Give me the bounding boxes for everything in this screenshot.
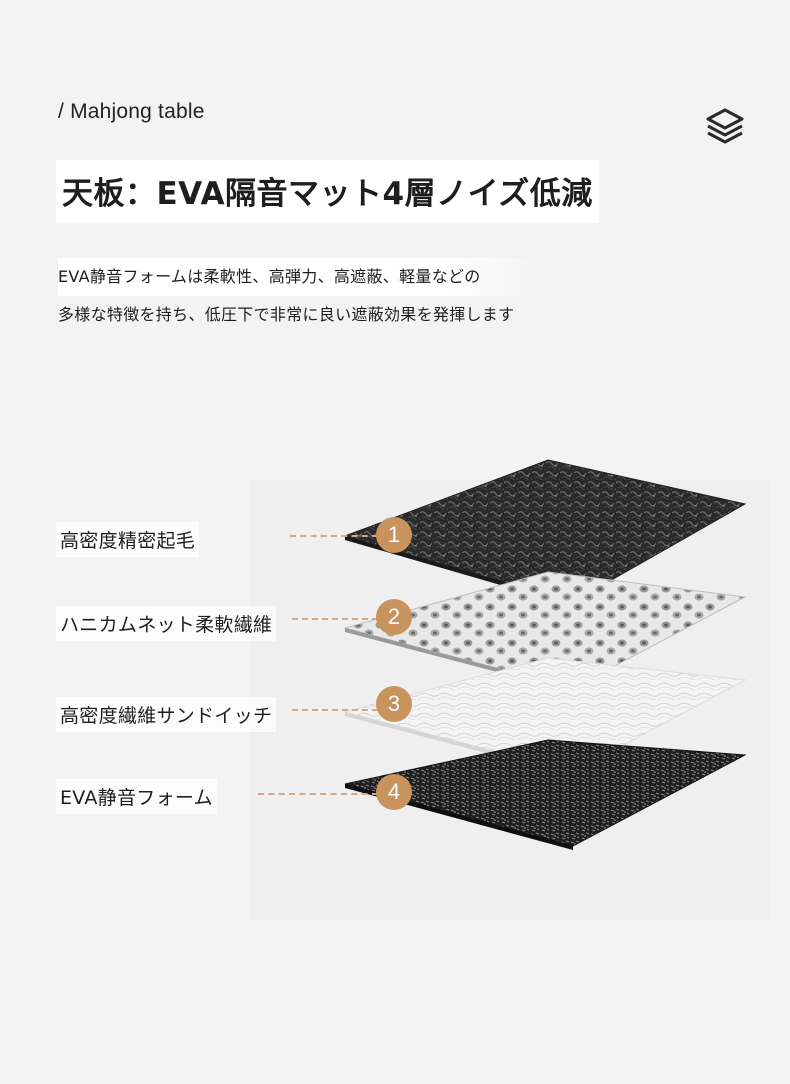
- stack-layers-icon: [706, 108, 744, 144]
- layer-4-leader: [258, 793, 378, 795]
- layer-1-label: 高密度精密起毛: [56, 522, 200, 557]
- layer-2-leader: [292, 618, 378, 620]
- description-line-1: EVA静音フォームは柔軟性、高弾力、高遮蔽、軽量などの: [58, 258, 541, 296]
- layer-3-label: 高密度繊維サンドイッチ: [56, 697, 277, 732]
- layer-4-label: EVA静音フォーム: [56, 779, 217, 814]
- layer-2-label: ハニカムネット柔軟繊維: [56, 606, 277, 641]
- layer-2-badge: 2: [376, 599, 412, 635]
- layer-stack-illustration: [250, 459, 770, 920]
- layer-1-badge: 1: [376, 517, 412, 553]
- layer-3-badge: 3: [376, 686, 412, 722]
- page-title: 天板：EVA隔音マット4層ノイズ低減: [56, 160, 599, 223]
- section-label: / Mahjong table: [58, 100, 205, 123]
- layer-3-leader: [292, 709, 378, 711]
- description: EVA静音フォームは柔軟性、高弾力、高遮蔽、軽量などの 多様な特徴を持ち、低圧下…: [58, 258, 658, 334]
- description-line-2: 多様な特徴を持ち、低圧下で非常に良い遮蔽効果を発揮します: [58, 305, 515, 324]
- layer-1-leader: [290, 535, 378, 537]
- layer-4-badge: 4: [376, 774, 412, 810]
